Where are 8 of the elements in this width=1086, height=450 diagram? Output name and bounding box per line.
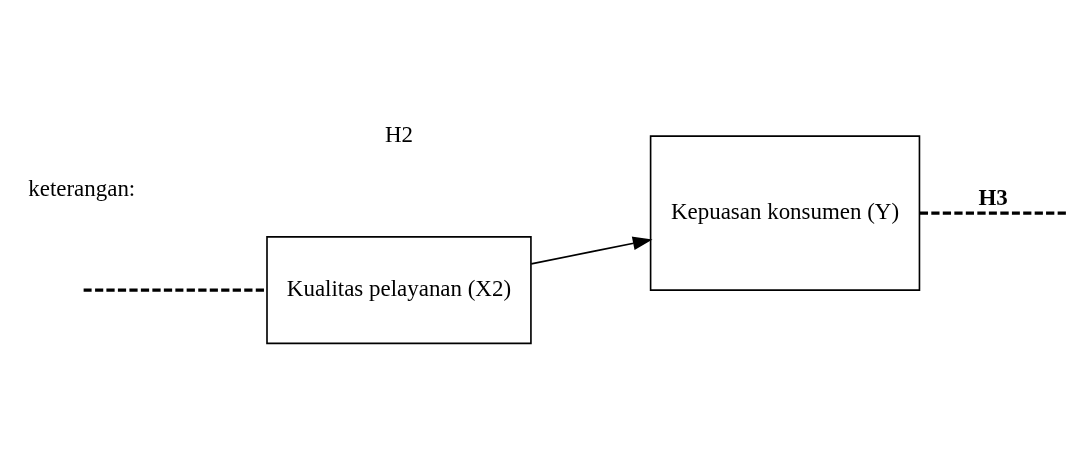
connector — [919, 211, 1069, 215]
node-box: Kepuasan konsumen (Y) — [649, 135, 921, 291]
node-box: Kualitas pelayanan (X2) — [266, 236, 532, 345]
label: keterangan: — [28, 176, 136, 202]
connector — [83, 288, 267, 292]
arrow — [530, 236, 653, 265]
label: H2 — [384, 122, 413, 148]
edge-label: H3 — [978, 185, 1008, 211]
